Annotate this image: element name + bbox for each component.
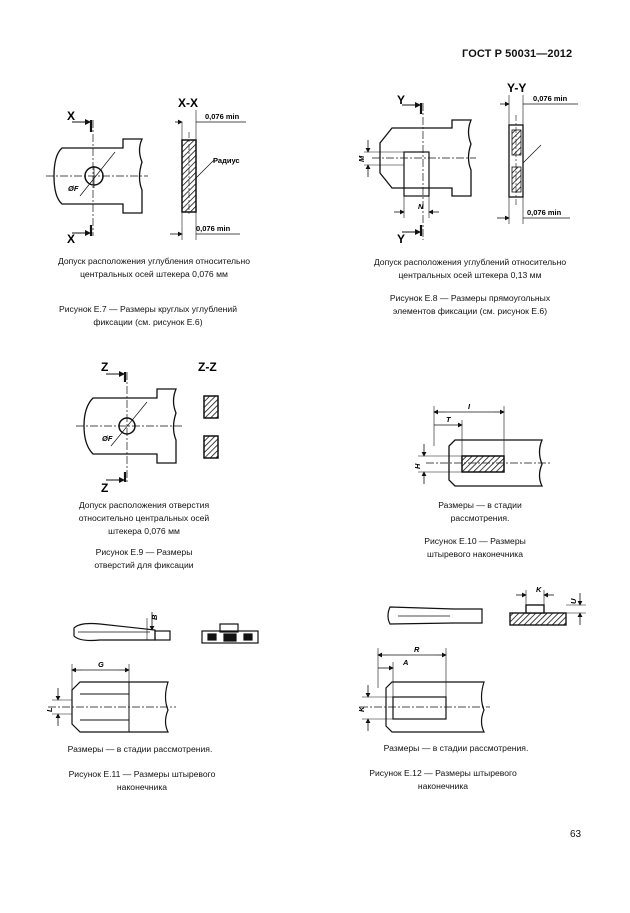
e7-section-label-bottom: X	[67, 232, 75, 246]
e8-dim-n: N	[418, 202, 424, 211]
e11-caption: Рисунок Е.11 — Размеры штыревого наконеч…	[68, 769, 216, 792]
e10-dim-t: T	[446, 415, 452, 424]
e12-note: Размеры — в стадии рассмотрения.	[383, 743, 529, 753]
e12-dim-k-top: K	[536, 585, 542, 594]
e11-note: Размеры — в стадии рассмотрения.	[67, 744, 213, 754]
e7-section-title: X-X	[178, 96, 198, 110]
e9-section-label-top: Z	[101, 360, 108, 374]
figure-e10-drawing	[418, 406, 552, 487]
e12-dim-r: R	[414, 645, 420, 654]
e9-note: Допуск расположения отверстия относитель…	[78, 500, 210, 536]
e9-section-label-bottom: Z	[101, 481, 108, 495]
figure-e11-drawing	[48, 612, 259, 733]
e11-dim-l: L	[45, 707, 54, 712]
e7-caption: Рисунок Е.7 — Размеры круглых углублений…	[58, 304, 238, 327]
e12-dim-u: U	[569, 598, 578, 604]
standard-header: ГОСТ Р 50031—2012	[462, 48, 573, 60]
e11-dim-b: B	[150, 614, 159, 620]
e8-dim-m: M	[357, 155, 366, 162]
e8-caption: Рисунок Е.8 — Размеры прямоугольных элем…	[389, 293, 551, 316]
e7-section-label-top: X	[67, 109, 75, 123]
e10-caption: Рисунок Е.10 — Размеры штыревого наконеч…	[424, 536, 526, 559]
e8-section-title: Y-Y	[507, 81, 526, 95]
e8-note: Допуск расположения углублений относител…	[373, 257, 567, 280]
e7-dim-bottom: 0,076 min	[196, 224, 231, 233]
figure-e9-drawing	[76, 371, 219, 483]
e8-dim-bottom: 0,076 min	[527, 208, 562, 217]
e7-phi-label: ØF	[68, 184, 79, 193]
e8-section-label-top: Y	[397, 93, 405, 107]
e7-radius-label: Радиус	[213, 156, 240, 165]
figure-e12-drawing	[360, 590, 586, 733]
e7-dim-top: 0,076 min	[205, 112, 240, 121]
e10-dim-i: I	[468, 402, 471, 411]
e8-section-label-bottom: Y	[397, 232, 405, 246]
e9-phi-label: ØF	[102, 434, 113, 443]
e7-note: Допуск расположения углубления относител…	[57, 256, 251, 279]
e12-caption: Рисунок Е.12 — Размеры штыревого наконеч…	[369, 768, 517, 791]
e12-dim-k: K	[357, 706, 366, 712]
e9-section-title: Z-Z	[198, 360, 217, 374]
figure-e7-drawing	[46, 110, 246, 240]
e12-dim-a: A	[402, 658, 408, 667]
page-number: 63	[570, 829, 582, 840]
e9-caption: Рисунок Е.9 — Размеры отверстий для фикс…	[94, 547, 194, 570]
e11-dim-g: G	[98, 660, 104, 669]
figure-e8-drawing	[364, 95, 578, 240]
e10-note: Размеры — в стадии рассмотрения.	[438, 500, 522, 523]
e10-dim-h: H	[413, 463, 422, 469]
e8-dim-top: 0,076 min	[533, 94, 568, 103]
